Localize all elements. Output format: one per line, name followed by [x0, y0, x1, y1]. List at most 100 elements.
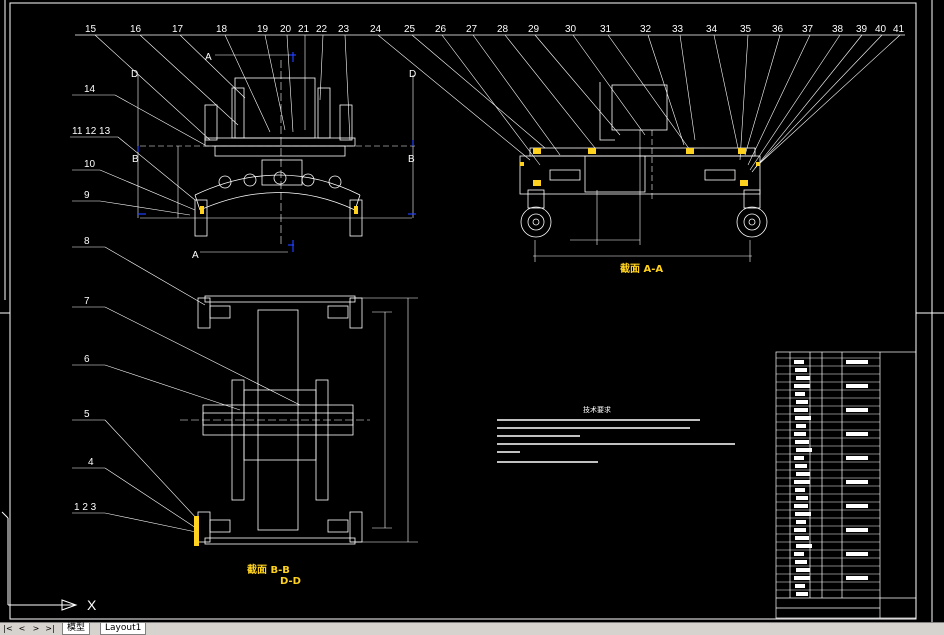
part-number: 4 [88, 457, 94, 468]
table-cell-mark [794, 528, 806, 532]
section-dd-label: D-D [280, 576, 301, 587]
section-marker-b-right: B [408, 154, 415, 165]
table-cell-mark [794, 408, 808, 412]
table-cell-mark [846, 528, 868, 532]
prev-tab-icon[interactable]: < [18, 624, 26, 633]
part-number: 8 [84, 236, 90, 247]
tech-req-title: 技术要求 [583, 405, 611, 414]
table-cell-mark [796, 376, 810, 380]
table-cell-mark [795, 368, 807, 372]
section-marker-d-right: D [409, 69, 416, 80]
leader-lines-left [70, 94, 301, 533]
plan-view-yellow [194, 516, 199, 546]
section-marker-a-bottom: A [192, 250, 199, 261]
table-cell-mark [846, 456, 868, 460]
part-number: 6 [84, 354, 90, 365]
table-cell-mark [794, 360, 804, 364]
part-number: 10 [84, 159, 96, 170]
table-cell-mark [795, 464, 807, 468]
section-bb-label: 截面 B-B [247, 563, 290, 576]
technical-requirements: 技术要求 [497, 405, 735, 463]
part-number: 34 [706, 24, 718, 35]
part-number: 39 [856, 24, 868, 35]
table-cell-mark [794, 456, 804, 460]
part-number: 23 [338, 24, 350, 35]
part-number: 15 [85, 24, 97, 35]
table-cell-mark [796, 544, 812, 548]
part-number: 32 [640, 24, 652, 35]
table-cell-mark [846, 384, 868, 388]
table-cell-mark [846, 576, 868, 580]
table-cell-mark [846, 408, 868, 412]
parts-list-rows [776, 357, 880, 596]
part-number: 25 [404, 24, 416, 35]
section-aa-label: 截面 A-A [620, 262, 663, 275]
table-cell-mark [796, 592, 808, 596]
part-number: 31 [600, 24, 612, 35]
part-number: 27 [466, 24, 478, 35]
part-number: 26 [435, 24, 447, 35]
table-cell-mark [795, 440, 809, 444]
table-cell-mark [794, 384, 810, 388]
table-cell-mark [795, 560, 807, 564]
table-cell-mark [795, 416, 811, 420]
tech-req-text-lines [497, 419, 735, 463]
part-number: 38 [832, 24, 844, 35]
front-view [137, 60, 415, 245]
leader-lines-front [94, 34, 901, 173]
part-number: 36 [772, 24, 784, 35]
table-cell-mark [796, 496, 808, 500]
part-number: 24 [370, 24, 382, 35]
table-cell-mark [796, 424, 806, 428]
tab-model[interactable]: 模型 [62, 623, 91, 635]
part-number: 19 [257, 24, 269, 35]
part-number: 5 [84, 409, 90, 420]
section-aa-yellow [520, 148, 760, 186]
table-cell-mark [846, 360, 868, 364]
tab-layout1[interactable]: Layout1 [100, 623, 147, 635]
part-number: 18 [216, 24, 228, 35]
ucs-x-label: X [87, 597, 97, 613]
next-tab-icon[interactable]: > [32, 624, 40, 633]
table-cell-mark [796, 568, 810, 572]
table-cell-mark [796, 400, 808, 404]
part-number: 17 [172, 24, 184, 35]
part-number-labels-top: 15 16 17 18 19 20 21 22 23 24 25 26 27 2… [85, 24, 905, 35]
table-cell-mark [794, 504, 808, 508]
part-number: 21 [298, 24, 310, 35]
table-cell-mark [794, 576, 810, 580]
part-number: 7 [84, 296, 90, 307]
first-tab-icon[interactable]: |< [3, 624, 13, 633]
table-cell-mark [846, 504, 868, 508]
part-number: 41 [893, 24, 905, 35]
table-cell-mark [795, 392, 805, 396]
front-view-blue-marks [137, 52, 416, 252]
part-number: 40 [875, 24, 887, 35]
table-cell-mark [794, 432, 806, 436]
part-number: 20 [280, 24, 292, 35]
layout-tab-bar: |< < > >| 模型 Layout1 [0, 622, 944, 635]
table-cell-mark [795, 584, 805, 588]
table-cell-mark [795, 488, 805, 492]
section-marker-b-left: B [132, 154, 139, 165]
drawing-border [9, 2, 917, 620]
table-cell-mark [794, 480, 810, 484]
ucs-icon [1, 511, 78, 611]
table-cell-mark [796, 448, 812, 452]
table-cell-mark [795, 512, 811, 516]
table-cell-mark [846, 552, 868, 556]
part-number: 37 [802, 24, 814, 35]
part-number: 33 [672, 24, 684, 35]
section-aa-view [519, 82, 768, 262]
section-marker-a-top: A [205, 52, 212, 63]
part-number: 16 [130, 24, 142, 35]
part-number: 11 12 13 [72, 126, 111, 137]
table-cell-mark [846, 432, 868, 436]
last-tab-icon[interactable]: >| [45, 624, 55, 633]
part-number: 30 [565, 24, 577, 35]
part-number: 28 [497, 24, 509, 35]
section-marker-d-left: D [131, 69, 138, 80]
part-number: 1 2 3 [74, 502, 97, 513]
part-number: 14 [84, 84, 96, 95]
